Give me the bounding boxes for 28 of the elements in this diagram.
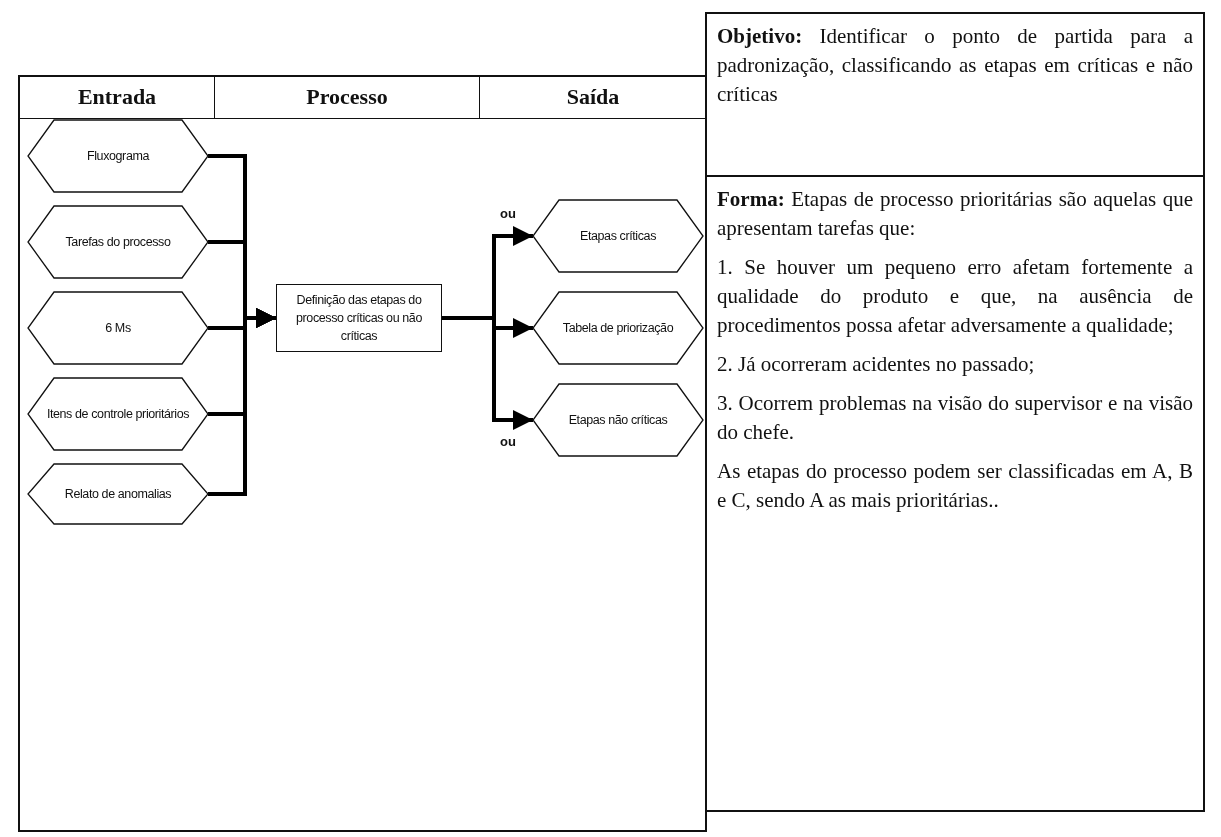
paragraph: Forma: Etapas de processo prioritárias são aquelas que apresentam tarefas que: xyxy=(717,186,1193,242)
hexagon-shape xyxy=(28,292,208,364)
node-label: 6 Ms xyxy=(104,319,132,337)
column-header: Saída xyxy=(566,83,620,110)
column-header: Entrada xyxy=(77,83,157,110)
objective-text: Objetivo: Identificar o ponto de partida para a padronização, classificando as etapas em críticas e não críticas xyxy=(717,23,1193,108)
hexagon-shape xyxy=(28,120,208,192)
node-label: Etapas não críticas xyxy=(567,411,669,429)
hexagon-shape xyxy=(28,206,208,278)
node-label: Relato de anomalias xyxy=(63,485,173,503)
node-label: Itens de controle prioritários xyxy=(45,405,191,423)
node-label: Tabela de priorização xyxy=(561,319,675,337)
node-label: Fluxograma xyxy=(86,147,151,165)
connector-arrow xyxy=(208,308,276,496)
paragraph: 1. Se houver um pequeno erro afetam fortemente a qualidade do produto e que, na ausência de procedimentos possa afetar adversamente a qualidade; xyxy=(717,253,1193,339)
paragraph: 2. Já ocorreram acidentes no passado; xyxy=(717,350,1036,378)
process-box xyxy=(276,284,442,352)
paragraph: 3. Ocorrem problemas na visão do supervisor e na visão do chefe. xyxy=(717,389,1193,446)
hexagon-shape xyxy=(533,292,703,364)
node-label: Tarefas do processo xyxy=(64,233,172,251)
hexagon-shape xyxy=(28,378,208,450)
hexagon-shape xyxy=(533,200,703,272)
node-label: Etapas críticas xyxy=(579,227,657,245)
hexagon-shape xyxy=(533,384,703,456)
paragraph: As etapas do processo podem ser classificadas em A, B e C, sendo A as mais prioritárias.. xyxy=(717,457,1193,514)
column-header: Processo xyxy=(306,83,388,110)
hexagon-shape xyxy=(28,464,208,524)
node-label: Definição das etapas do processo críticas ou não críticas xyxy=(295,291,423,346)
